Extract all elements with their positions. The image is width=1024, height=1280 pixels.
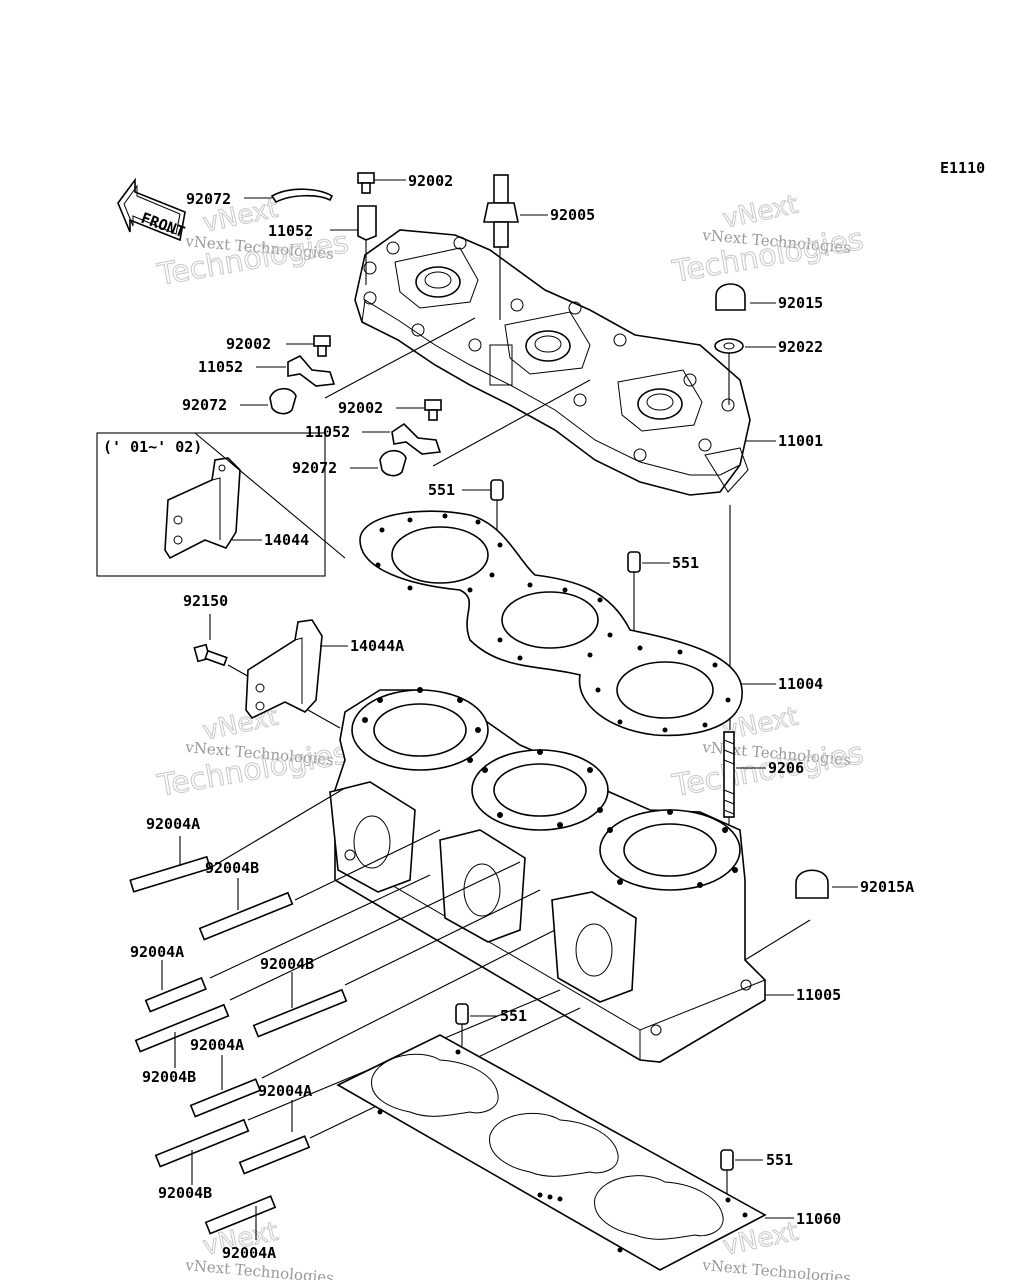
fitting-92005 — [483, 174, 548, 320]
part-labels: 92072 11052 92002 92005 92015 92022 9200… — [130, 172, 914, 1262]
label-92072: 92072 — [186, 190, 231, 208]
label-92004A: 92004A — [190, 1036, 244, 1054]
head-gasket — [359, 510, 776, 737]
bracket-11052-b — [256, 317, 476, 399]
bolt-92002-c — [396, 399, 442, 421]
label-92004B: 92004B — [142, 1068, 196, 1086]
label-92150: 92150 — [183, 592, 228, 610]
front-arrow-icon: FRONT — [117, 177, 187, 241]
stud-92004A-2 — [144, 874, 431, 1013]
label-92015A: 92015A — [860, 878, 914, 896]
stud-92004A-5 — [204, 1195, 277, 1240]
label-11004: 11004 — [778, 675, 823, 693]
svg-text:vNext Technologies: vNext Technologies — [701, 1256, 852, 1280]
dowel-551-d — [720, 1149, 763, 1195]
label-551: 551 — [500, 1007, 527, 1025]
gasket-holes — [375, 513, 731, 733]
label-92015: 92015 — [778, 294, 823, 312]
bracket-11052-c — [362, 379, 591, 467]
label-92004B: 92004B — [158, 1184, 212, 1202]
dowel-551-b — [627, 551, 670, 640]
bracket-part-14044 — [164, 457, 241, 560]
cylinder-block — [329, 687, 811, 1063]
label-92004A: 92004A — [146, 815, 200, 833]
washer-92022 — [714, 338, 776, 405]
clamp-92072-a — [244, 188, 334, 204]
label-11052: 11052 — [268, 222, 313, 240]
label-14044: 14044 — [264, 531, 309, 549]
svg-text:Technologies: Technologies — [154, 225, 351, 293]
studs — [129, 787, 581, 1240]
label-9206: 9206 — [768, 759, 804, 777]
stud-92004B-2 — [134, 861, 521, 1068]
label-92004B: 92004B — [260, 955, 314, 973]
clamp-92072-b — [240, 387, 297, 415]
label-92072: 92072 — [182, 396, 227, 414]
cylinder-head — [354, 229, 751, 496]
label-11052: 11052 — [198, 358, 243, 376]
label-92002: 92002 — [408, 172, 453, 190]
label-92004A: 92004A — [258, 1082, 312, 1100]
stud-92004A-3 — [189, 929, 556, 1118]
label-11005: 11005 — [796, 986, 841, 1004]
inset-year-range: (' 01~' 02) — [103, 438, 202, 456]
label-11052: 11052 — [305, 423, 350, 441]
bracket-11052-a — [330, 205, 377, 285]
label-92022: 92022 — [778, 338, 823, 356]
bolt-92002-a — [357, 172, 406, 194]
label-92005: 92005 — [550, 206, 595, 224]
inset-box: (' 01~' 02) 14044 — [96, 432, 346, 577]
label-92002: 92002 — [338, 399, 383, 417]
label-11001: 11001 — [778, 432, 823, 450]
label-11060: 11060 — [796, 1210, 841, 1228]
nut-92015A — [795, 869, 858, 899]
stud-92004A-1 — [129, 787, 346, 893]
label-92004B: 92004B — [205, 859, 259, 877]
diagram-code: E1110 — [940, 159, 985, 177]
bracket-14044A — [245, 619, 348, 720]
bolt-92002-b — [286, 335, 331, 357]
base-gasket — [336, 1034, 794, 1271]
block-stud-holes — [362, 687, 738, 888]
label-14044A: 14044A — [350, 637, 404, 655]
nut-92015 — [715, 283, 776, 311]
label-92072: 92072 — [292, 459, 337, 477]
dowel-551-c — [455, 1003, 498, 1046]
stud-92004B-3 — [252, 889, 541, 1038]
label-551: 551 — [428, 481, 455, 499]
watermark: vNext vNext Technologies Technologies — [154, 193, 352, 293]
clamp-92072-c — [350, 449, 407, 477]
stud-9206 — [723, 731, 766, 845]
watermark: vNext vNext Technologies Technologies — [669, 189, 867, 290]
stud-92004B-1 — [198, 829, 441, 941]
label-551: 551 — [672, 554, 699, 572]
label-92002: 92002 — [226, 335, 271, 353]
label-92004A: 92004A — [130, 943, 184, 961]
label-92004A: 92004A — [222, 1244, 276, 1262]
label-551: 551 — [766, 1151, 793, 1169]
